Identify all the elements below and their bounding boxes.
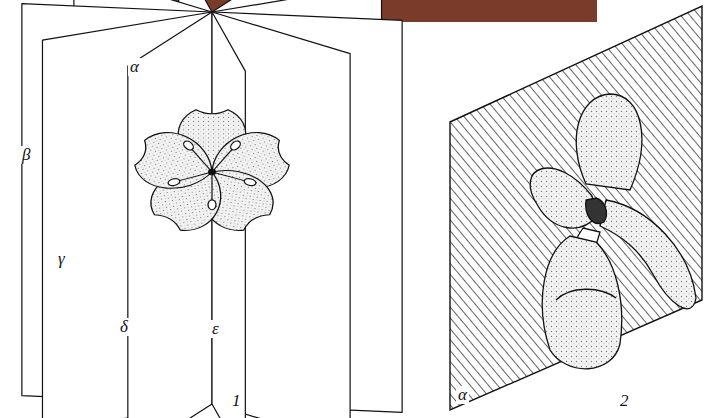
stamen	[209, 140, 243, 174]
plane-label: α	[456, 386, 469, 404]
plane-label: ε	[210, 320, 221, 338]
plane-label: α	[128, 58, 141, 76]
symmetry-plane	[450, 6, 702, 410]
lip-pouch	[542, 236, 621, 369]
stamen	[182, 140, 216, 174]
actinomorphic-flower	[22, 0, 402, 418]
plane-label: δ	[118, 318, 130, 336]
plane-label: γ	[56, 250, 67, 268]
stamen	[211, 169, 257, 187]
pouch-opening	[556, 289, 616, 300]
figure-number: 2	[618, 392, 631, 410]
figure-number: 1	[230, 392, 243, 410]
plane-label: β	[20, 146, 32, 164]
dorsal-sepal	[576, 94, 642, 190]
corolla	[129, 110, 294, 239]
pistil	[208, 169, 216, 176]
column	[586, 198, 607, 223]
stamen	[208, 172, 216, 210]
petal	[129, 126, 222, 198]
lateral-petal	[530, 168, 597, 228]
zygomorphic-flower	[450, 6, 702, 410]
stamen	[167, 169, 213, 187]
